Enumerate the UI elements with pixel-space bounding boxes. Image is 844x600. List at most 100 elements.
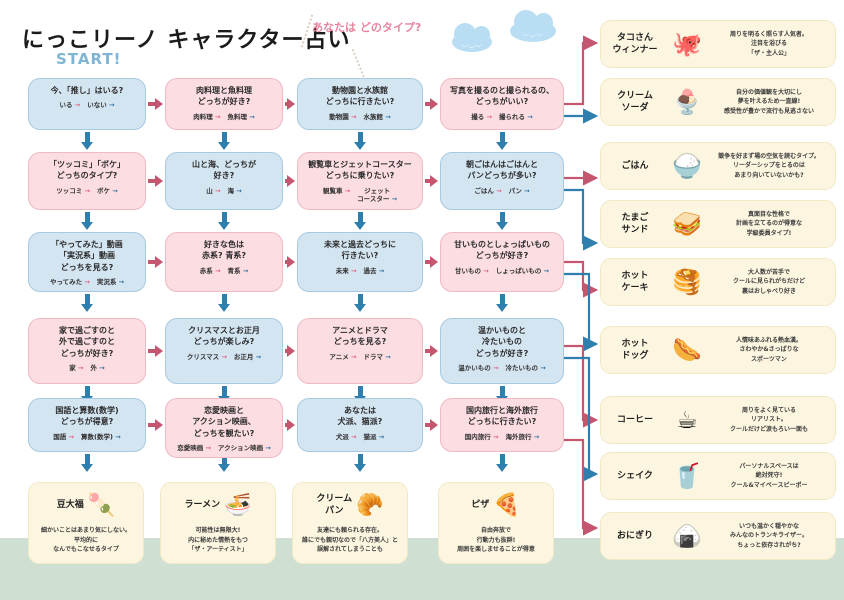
question-text: 好きな色は 赤系? 青系? <box>201 240 247 261</box>
answer-option-b[interactable]: 猫派 → <box>364 433 385 441</box>
answer-row: いる →いない → <box>33 101 141 109</box>
question-box-q20[interactable]: 国内旅行と海外旅行 どっちに行きたい?国内旅行 →海外旅行 → <box>440 398 564 452</box>
answer-option-b[interactable]: 撮られる → <box>499 113 533 121</box>
question-box-q14[interactable]: クリスマスとお正月 どっちが楽しみ?クリスマス →お正月 → <box>165 318 283 384</box>
answer-option-a[interactable]: 甘いもの → <box>455 267 489 275</box>
answer-a-arrow-icon: → <box>75 364 84 373</box>
question-box-q5[interactable]: 「ツッコミ」「ボケ」 どっちのタイプ?ツッコミ →ボケ → <box>28 152 146 210</box>
result-card[interactable]: タコさん ウィンナー🐙周りを明るく照らす人気者。 注目を浴びる 「ザ・主人公」 <box>600 20 836 68</box>
question-box-q9[interactable]: 「やってみた」動画 「実況系」動画 どっちを見る?やってみた →実況系 → <box>28 232 146 293</box>
answer-option-b[interactable]: 算数(数学) → <box>81 433 121 441</box>
answer-option-b[interactable]: アクション映画 → <box>218 444 271 452</box>
bottom-result-card[interactable]: ピザ🍕自由奔放で 行動力も抜群! 周囲を楽しませることが得意 <box>438 482 554 564</box>
bottom-result-card[interactable]: ラーメン🍜可能性は無限大! 内に秘めた情熱をもつ 「ザ・アーティスト」 <box>160 482 276 564</box>
question-box-q18[interactable]: 恋愛映画と アクション映画、 どっちを観たい? 恋愛映画 → アクション映画 → <box>165 398 283 459</box>
bottom-result-card[interactable]: クリーム パン🥐友達にも頼られる存在。 誰にでも親切なので「八方美人」と 誤解さ… <box>292 482 408 564</box>
question-box-q6[interactable]: 山と海、どっちが 好き?山 →海 → <box>165 152 283 210</box>
result-card[interactable]: ホット ケーキ🥞大人数が苦手で クールに見られがちだけど 裏はおしゃべり好き <box>600 258 836 306</box>
result-card[interactable]: ごはん🍚競争を好まず場の空気を読むタイプ。 リーダーシップをとるのは あまり向い… <box>600 142 836 190</box>
answer-option-a[interactable]: やってみた → <box>50 278 90 286</box>
answer-option-b[interactable]: 過去 → <box>364 267 385 275</box>
answer-b-label: 猫派 <box>363 432 377 441</box>
answer-option-b[interactable]: ジェット コースター → <box>357 187 397 203</box>
answer-option-b[interactable]: ドラマ → <box>363 353 390 361</box>
answer-b-arrow-icon: → <box>106 101 115 110</box>
answer-a-arrow-icon: → <box>212 266 221 275</box>
result-card[interactable]: ホット ドッグ🌭人情味あふれる熱血漢。 さわやか&さっぱりな スポーツマン <box>600 326 836 374</box>
answer-option-a[interactable]: 撮る → <box>471 113 492 121</box>
question-box-q10[interactable]: 好きな色は 赤系? 青系? 赤系 → 青系 → <box>165 232 283 292</box>
question-box-q1[interactable]: 今、「推し」はいる?いる →いない → <box>28 78 146 130</box>
answer-option-a[interactable]: 国内旅行 → <box>465 433 499 441</box>
answer-b-arrow-icon: → <box>538 364 546 373</box>
cloud-face-1: ◡‿◡ <box>461 40 483 49</box>
answer-option-b[interactable]: 外 → <box>91 364 105 372</box>
answer-a-label: いる <box>59 101 73 110</box>
result-description: 真面目な性格で 計画を立てるのが得意な 学級委員タイプ! <box>735 211 802 237</box>
answer-option-a[interactable]: 国語 → <box>53 433 74 441</box>
answer-option-b[interactable]: 魚料理 → <box>228 113 255 121</box>
result-card[interactable]: シェイク🥤パーソナルスペースは 絶対死守! クール&マイペースピーポー <box>600 452 836 500</box>
question-box-q4[interactable]: 写真を撮るのと撮られるの、 どっちがいい?撮る →撮られる → <box>440 78 564 130</box>
result-name: ホット ケーキ <box>621 270 649 293</box>
answer-b-label: 海外旅行 <box>505 432 532 441</box>
answer-option-a[interactable]: ツッコミ → <box>56 187 90 195</box>
bottom-result-header: 豆大福🍡 <box>33 489 139 523</box>
result-card[interactable]: おにぎり🍙いつも温かく穏やかな みんなのトランキライザー。 ちょっと依存されがち… <box>600 512 836 560</box>
answer-option-b[interactable]: いない → <box>87 101 114 109</box>
answer-option-b[interactable]: 冷たいもの → <box>506 364 546 372</box>
answer-option-a[interactable]: 観覧車 → <box>323 187 350 195</box>
answer-option-a[interactable]: クリスマス → <box>187 353 227 361</box>
answer-option-a[interactable]: 恋愛映画 → <box>177 444 211 452</box>
question-box-q19[interactable]: あなたは 犬派、猫派?犬派 →猫派 → <box>297 398 423 452</box>
question-box-q3[interactable]: 動物園と水族館 どっちに行きたい?動物園 →水族館 → <box>297 78 423 130</box>
question-box-q8[interactable]: 朝ごはんはごはんと パンどっちが多い?ごはん →パン → <box>440 152 564 210</box>
result-card[interactable]: クリーム ソーダ🍨自分の価値観を大切にし 夢を叶えるため一直線! 感受性が豊かで… <box>600 78 836 126</box>
answer-option-b[interactable]: パン → <box>509 187 530 195</box>
answer-option-a[interactable]: 動物園 → <box>329 113 356 121</box>
answer-option-b[interactable]: しょっぱいもの → <box>496 267 549 275</box>
bottom-result-header: クリーム パン🥐 <box>297 489 403 523</box>
answer-option-b[interactable]: 海外旅行 → <box>506 433 540 441</box>
answer-option-a[interactable]: 温かいもの → <box>458 364 498 372</box>
result-card[interactable]: コーヒー☕周りをよく見ている リアリスト。 クールだけど涙もろい一面も <box>600 396 836 444</box>
answer-option-a[interactable]: アニメ → <box>329 353 356 361</box>
answer-a-arrow-icon: → <box>82 278 90 287</box>
answer-b-arrow-icon: → <box>383 112 391 121</box>
answer-option-b[interactable]: 海 → <box>228 187 242 195</box>
answer-option-a[interactable]: いる → <box>60 101 81 109</box>
answer-option-a[interactable]: 未来 → <box>336 267 357 275</box>
bottom-result-character-icon: 🍜 <box>224 493 252 518</box>
question-box-q15[interactable]: アニメとドラマ どっちを見る?アニメ →ドラマ → <box>297 318 423 384</box>
answer-option-b[interactable]: ボケ → <box>97 187 118 195</box>
result-card[interactable]: たまご サンド🥪真面目な性格で 計画を立てるのが得意な 学級委員タイプ! <box>600 200 836 248</box>
question-box-q2[interactable]: 肉料理と魚料理 どっちが好き?肉料理 →魚料理 → <box>165 78 283 130</box>
answer-option-a[interactable]: ごはん → <box>474 187 501 195</box>
question-box-q7[interactable]: 観覧車とジェットコースター どっちに乗りたい?観覧車 →ジェット コースター → <box>297 152 423 210</box>
answer-b-arrow-icon: → <box>376 432 385 441</box>
answer-option-a[interactable]: 山 → <box>206 187 220 195</box>
question-box-q16[interactable]: 温かいものと 冷たいもの どっちが好き? 温かいもの → 冷たいもの → <box>440 318 564 384</box>
answer-option-b[interactable]: お正月 → <box>234 353 261 361</box>
question-box-q17[interactable]: 国語と算数(数学) どっちが得意?国語 →算数(数学) → <box>28 398 146 452</box>
answer-option-a[interactable]: 犬派 → <box>336 433 357 441</box>
answer-option-b[interactable]: 実況系 → <box>97 278 124 286</box>
question-box-q11[interactable]: 未来と過去どっちに 行きたい?未来 →過去 → <box>297 232 423 292</box>
question-text: 温かいものと 冷たいもの どっちが好き? <box>475 326 529 358</box>
question-box-q13[interactable]: 家で過ごすのと 外で過ごすのと どっちが好き? 家 → 外 → <box>28 318 146 384</box>
answer-option-a[interactable]: 肉料理 → <box>193 113 220 121</box>
question-box-q12[interactable]: 甘いものとしょっぱいもの どっちが好き?甘いもの →しょっぱいもの → <box>440 232 564 292</box>
bottom-result-card[interactable]: 豆大福🍡細かいことはあまり気にしない。 平均的に なんでもこなせるタイプ <box>28 482 144 564</box>
answer-a-label: クリスマス <box>186 352 220 361</box>
answer-option-a[interactable]: 赤系 → <box>200 267 221 275</box>
answer-option-b[interactable]: 青系 → <box>228 267 249 275</box>
answer-a-arrow-icon: → <box>490 364 499 373</box>
answer-b-label: 冷たいもの <box>505 364 539 373</box>
answer-a-arrow-icon: → <box>72 101 81 110</box>
result-character-icon: 🌭 <box>672 336 702 364</box>
decor-dot-line-right <box>351 48 367 82</box>
answer-option-a[interactable]: 家 → <box>69 364 83 372</box>
question-text: 家で過ごすのと 外で過ごすのと どっちが好き? <box>58 326 116 358</box>
answer-option-b[interactable]: 水族館 → <box>364 113 391 121</box>
question-text: 恋愛映画と アクション映画、 どっちを観たい? <box>192 406 256 438</box>
